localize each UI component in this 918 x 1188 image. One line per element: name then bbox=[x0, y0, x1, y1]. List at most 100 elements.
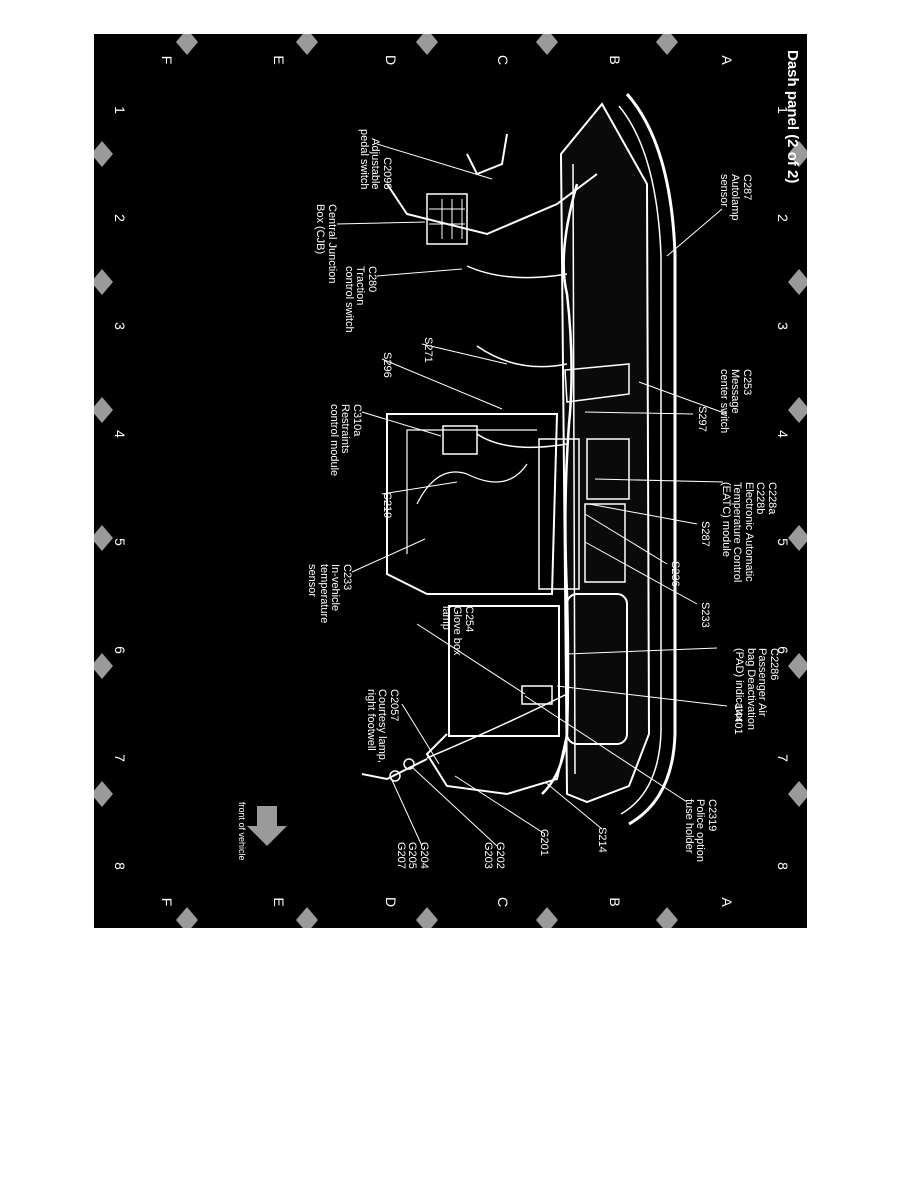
label-s296: S296 bbox=[381, 352, 393, 378]
leader-c287 bbox=[666, 208, 723, 257]
left-edge-diamond-0 bbox=[656, 34, 678, 55]
grid-column-top-4: 4 bbox=[775, 430, 791, 438]
leader-g201 bbox=[454, 775, 546, 835]
left-edge-diamond-2 bbox=[416, 34, 438, 55]
harness-branch-right bbox=[426, 693, 568, 759]
leader-c254 bbox=[416, 623, 526, 695]
right-edge-diamond-4 bbox=[176, 907, 198, 928]
label-c310a-restraints-control-module: C310a Restraints control module bbox=[328, 404, 363, 477]
center-bezel bbox=[564, 363, 630, 403]
grid-column-bottom-2: 2 bbox=[112, 214, 128, 222]
right-edge-diamond-1 bbox=[536, 907, 558, 928]
label-g202-g203: G202 G203 bbox=[482, 842, 507, 869]
bottom-edge-diamond-2 bbox=[94, 397, 113, 423]
label-s287: S287 bbox=[699, 521, 711, 547]
ground-g204-stud bbox=[389, 770, 401, 782]
center-stack-vent bbox=[584, 503, 626, 583]
restraints-control-module bbox=[442, 425, 478, 455]
grid-column-bottom-1: 1 bbox=[112, 106, 128, 114]
left-edge-diamond-1 bbox=[536, 34, 558, 55]
grid-column-bottom-4: 4 bbox=[112, 430, 128, 438]
pad-indicator-connector bbox=[521, 685, 553, 705]
label-c228-eatc-module: C228a C228b Electronic Automatic Tempera… bbox=[720, 482, 778, 583]
hvac-duct bbox=[416, 463, 528, 505]
leader-g202 bbox=[412, 767, 498, 847]
label-14401: 14401 bbox=[732, 704, 744, 735]
adjustable-pedal-bracket bbox=[466, 133, 508, 176]
grid-row-right-C: C bbox=[495, 896, 511, 908]
leader-c228 bbox=[594, 478, 724, 483]
glove-box-bin bbox=[448, 605, 560, 737]
label-c253-message-center-switch: C253 Message center switch bbox=[718, 369, 753, 434]
bottom-edge-diamond-1 bbox=[94, 269, 113, 295]
right-edge-diamond-3 bbox=[296, 907, 318, 928]
label-g201: G201 bbox=[538, 829, 550, 856]
left-edge-diamond-3 bbox=[296, 34, 318, 55]
grid-row-left-F: F bbox=[159, 55, 175, 65]
grid-row-left-C: C bbox=[495, 54, 511, 66]
top-edge-diamond-5 bbox=[788, 781, 807, 807]
leader-s233 bbox=[584, 541, 698, 605]
bottom-edge-diamond-0 bbox=[94, 141, 113, 167]
grid-column-top-8: 8 bbox=[775, 862, 791, 870]
front-of-vehicle-label: front of vehicle bbox=[237, 802, 247, 861]
right-edge-diamond-0 bbox=[656, 907, 678, 928]
main-wiring-harness bbox=[541, 183, 579, 795]
leader-s297 bbox=[584, 411, 694, 415]
label-c287-autolamp-sensor: C287 Autolamp sensor bbox=[718, 174, 753, 221]
label-c280-traction-control-switch: C280 Traction control switch bbox=[343, 266, 378, 333]
leader-g204 bbox=[390, 777, 423, 847]
leader-c2319 bbox=[524, 695, 688, 803]
label-s297: S297 bbox=[696, 406, 708, 432]
grid-column-bottom-3: 3 bbox=[112, 322, 128, 330]
label-c254-glove-box-lamp: C254 Glove box lamp bbox=[440, 606, 475, 656]
label-c2098-adjustable-pedal-switch: C2098 Adjustable pedal switch bbox=[358, 129, 393, 190]
top-edge-diamond-1 bbox=[788, 269, 807, 295]
grid-row-left-B: B bbox=[607, 55, 623, 65]
dash-panel-illustration bbox=[94, 34, 807, 928]
top-edge-diamond-0 bbox=[788, 141, 807, 167]
leader-c2286 bbox=[566, 647, 718, 655]
grid-column-top-3: 3 bbox=[775, 322, 791, 330]
leader-s271 bbox=[421, 343, 508, 365]
grid-row-left-E: E bbox=[271, 55, 287, 65]
center-stack-lower bbox=[538, 438, 580, 590]
leader-c280 bbox=[376, 268, 463, 277]
label-g204-g205-g207: G204 G205 G207 bbox=[395, 842, 430, 869]
label-s236: S236 bbox=[669, 561, 681, 587]
hvac-inner-edge bbox=[406, 429, 537, 554]
harness-branch-c280 bbox=[466, 265, 568, 279]
leader-s236 bbox=[584, 513, 668, 565]
grid-column-bottom-6: 6 bbox=[112, 646, 128, 654]
grid-row-right-F: F bbox=[159, 897, 175, 907]
right-kick-panel bbox=[425, 733, 568, 796]
leader-c233 bbox=[351, 538, 426, 573]
grid-row-right-A: A bbox=[719, 897, 735, 907]
leader-s214 bbox=[544, 781, 603, 830]
grid-row-right-B: B bbox=[607, 897, 623, 907]
bottom-edge-diamond-3 bbox=[94, 525, 113, 551]
grid-column-bottom-8: 8 bbox=[112, 862, 128, 870]
label-s233: S233 bbox=[699, 602, 711, 628]
grid-column-top-2: 2 bbox=[775, 214, 791, 222]
top-edge-diamond-2 bbox=[788, 397, 807, 423]
leader-cjb bbox=[336, 221, 426, 225]
grid-column-bottom-7: 7 bbox=[112, 754, 128, 762]
top-edge-diamond-3 bbox=[788, 525, 807, 551]
right-edge-diamond-2 bbox=[416, 907, 438, 928]
grid-column-bottom-5: 5 bbox=[112, 538, 128, 546]
harness-branch-rcm bbox=[476, 433, 568, 449]
steering-column-support bbox=[386, 173, 598, 236]
leader-c310a bbox=[361, 411, 442, 437]
leader-s296 bbox=[381, 358, 503, 410]
left-edge-diamond-4 bbox=[176, 34, 198, 55]
hvac-plenum-housing bbox=[386, 413, 559, 595]
bottom-edge-diamond-4 bbox=[94, 653, 113, 679]
grid-column-top-7: 7 bbox=[775, 754, 791, 762]
front-of-vehicle-arrow bbox=[247, 806, 287, 846]
grid-row-right-D: D bbox=[383, 896, 399, 908]
label-c233-in-vehicle-temperature-sensor: C233 In-vehicle temperature sensor bbox=[306, 564, 354, 624]
label-s271: S271 bbox=[422, 337, 434, 363]
